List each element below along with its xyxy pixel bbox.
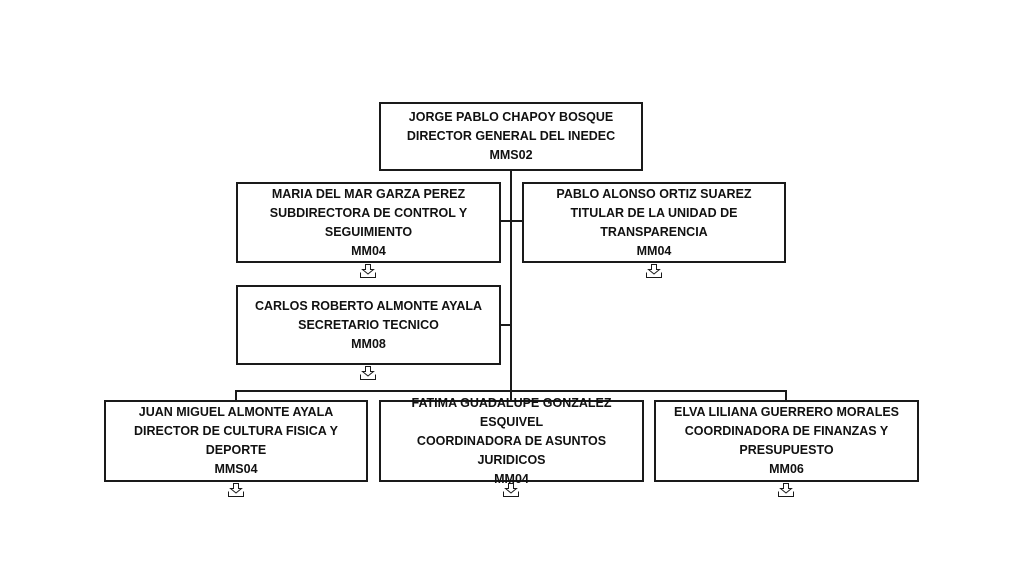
node-title: TITULAR DE LA UNIDAD DE xyxy=(570,205,738,220)
node-titular-transparencia[interactable]: PABLO ALONSO ORTIZ SUAREZ TITULAR DE LA … xyxy=(522,182,786,263)
node-director-cultura-fisica[interactable]: JUAN MIGUEL ALMONTE AYALA DIRECTOR DE CU… xyxy=(104,400,368,482)
node-name: ELVA LILIANA GUERRERO MORALES xyxy=(674,405,899,419)
node-title: PRESUPUESTO xyxy=(739,443,834,457)
expand-transparencia-icon[interactable] xyxy=(646,264,662,278)
node-title: SECRETARIO TECNICO xyxy=(298,317,439,332)
node-code: MM04 xyxy=(351,243,386,258)
expand-subdirectora-icon[interactable] xyxy=(360,264,376,278)
expand-cultura-fisica-icon[interactable] xyxy=(228,483,244,497)
node-title: COORDINADORA DE ASUNTOS JURIDICOS xyxy=(416,433,607,467)
node-title: DIRECTOR GENERAL DEL INEDEC xyxy=(406,129,616,143)
node-subdirectora-control[interactable]: MARIA DEL MAR GARZA PEREZ SUBDIRECTORA D… xyxy=(236,182,501,263)
node-name: PABLO ALONSO ORTIZ SUAREZ xyxy=(556,186,752,201)
node-coordinadora-juridicos[interactable]: FATIMA GUADALUPE GONZALEZ ESQUIVEL COORD… xyxy=(379,396,644,486)
node-title: SUBDIRECTORA DE CONTROL Y xyxy=(269,205,468,220)
node-secretario-tecnico[interactable]: CARLOS ROBERTO ALMONTE AYALA SECRETARIO … xyxy=(236,285,501,365)
node-code: MMS04 xyxy=(214,462,258,476)
node-coordinadora-finanzas[interactable]: ELVA LILIANA GUERRERO MORALES COORDINADO… xyxy=(654,400,919,482)
node-name: CARLOS ROBERTO ALMONTE AYALA xyxy=(254,298,483,313)
node-title: SEGUIMIENTO xyxy=(324,224,413,239)
node-name: FATIMA GUADALUPE GONZALEZ xyxy=(411,395,612,410)
node-name: JORGE PABLO CHAPOY BOSQUE xyxy=(408,110,614,124)
node-title: TRANSPARENCIA xyxy=(600,224,708,239)
expand-juridicos-icon[interactable] xyxy=(503,483,519,497)
node-title: COORDINADORA DE FINANZAS Y xyxy=(684,424,889,438)
node-name: JUAN MIGUEL ALMONTE AYALA xyxy=(138,405,334,419)
node-director-general[interactable]: JORGE PABLO CHAPOY BOSQUE DIRECTOR GENER… xyxy=(379,102,643,171)
node-name: MARIA DEL MAR GARZA PEREZ xyxy=(271,186,466,201)
node-code: MM08 xyxy=(351,336,386,351)
node-name: ESQUIVEL xyxy=(479,414,544,429)
expand-finanzas-icon[interactable] xyxy=(778,483,794,497)
expand-secretario-icon[interactable] xyxy=(360,366,376,380)
node-code: MM04 xyxy=(494,471,529,486)
node-code: MMS02 xyxy=(489,148,533,162)
node-code: MM04 xyxy=(636,243,672,258)
node-code: MM06 xyxy=(769,462,804,476)
node-title: DIRECTOR DE CULTURA FISICA Y DEPORTE xyxy=(134,424,338,457)
